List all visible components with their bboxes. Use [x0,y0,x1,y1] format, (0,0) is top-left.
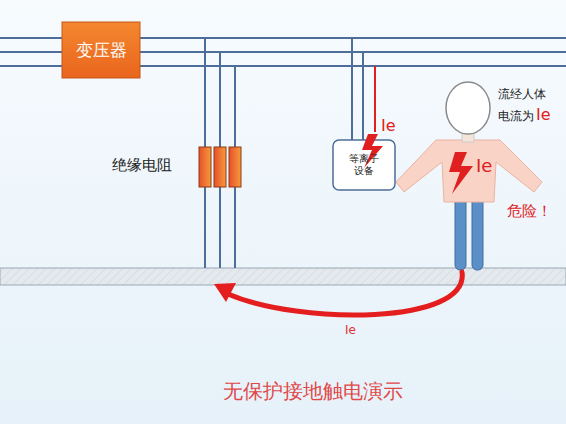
note-text: 电流为 [498,110,534,123]
arrow-head [214,283,236,302]
transformer-box: 变压器 [62,22,140,78]
current-symbol: Ie [536,106,551,124]
diagram-title: 无保护接地触电演示 [223,380,403,402]
current-symbol: Ie [345,324,356,337]
person [396,82,542,270]
current-symbol: Ie [476,156,492,176]
current-arrow [228,272,462,315]
lightning-symbol [449,152,473,194]
fault-wire [374,66,376,132]
node-text: 变压器 [76,40,127,60]
device-wire [352,38,363,140]
warning-text: 危险！ [507,203,552,220]
node-text: 等离子 设备 [346,153,382,177]
ground [0,268,566,285]
device-box: 等离子 设备 [333,140,395,190]
transformer-box [62,22,140,78]
resistor-symbol [199,147,241,187]
current-symbol: Ie [381,117,396,135]
ground-hatch [0,268,566,285]
note-text: 流经人体 [498,88,546,101]
component-label: 绝缘电阻 [112,157,172,174]
